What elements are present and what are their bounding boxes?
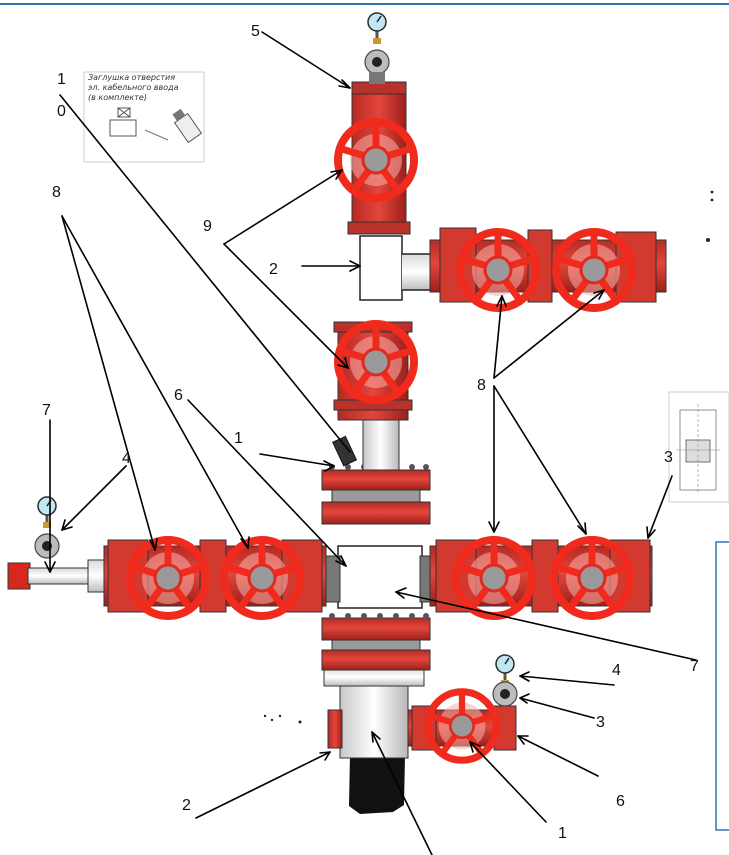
callout-7-left: 7 bbox=[42, 402, 51, 419]
callout-1-lower: 1 bbox=[558, 825, 567, 842]
callout-1-mid: 1 bbox=[234, 430, 243, 447]
callout-2-lower: 2 bbox=[182, 797, 191, 814]
callout-4-left: 4 bbox=[122, 450, 131, 467]
callout-5: 5 bbox=[251, 23, 260, 40]
callout-9: 9 bbox=[203, 218, 212, 235]
callout-6-lower: 6 bbox=[616, 793, 625, 810]
callout-6-left: 6 bbox=[174, 387, 183, 404]
callout-4-right: 4 bbox=[612, 662, 621, 679]
flange-detail-inset bbox=[668, 391, 729, 503]
leader-lines bbox=[44, 31, 697, 855]
wellhead-assembly bbox=[7, 11, 667, 814]
callout-labels: 1 0 5 8 9 2 6 1 7 4 8 3 7 4 3 6 2 1 bbox=[42, 23, 699, 842]
inset-note-line-2: эл. кабельного ввода bbox=[88, 83, 179, 92]
callout-3-right: 3 bbox=[664, 449, 673, 466]
callout-1-top: 1 bbox=[57, 71, 66, 88]
callout-0-top: 0 bbox=[57, 103, 66, 120]
callout-8-left: 8 bbox=[52, 184, 61, 201]
inset-note-line-3: (в комплекте) bbox=[88, 93, 147, 102]
inset-note-line-1: Заглушка отверстия bbox=[88, 73, 175, 82]
callout-2-upper: 2 bbox=[269, 261, 278, 278]
stray-marks bbox=[263, 190, 714, 724]
callout-7-right: 7 bbox=[690, 658, 699, 675]
callout-8-right: 8 bbox=[477, 377, 486, 394]
side-panel-frame bbox=[715, 541, 729, 831]
cable-plug-inset: Заглушка отверстия эл. кабельного ввода … bbox=[83, 71, 205, 163]
callout-3-lower: 3 bbox=[596, 714, 605, 731]
